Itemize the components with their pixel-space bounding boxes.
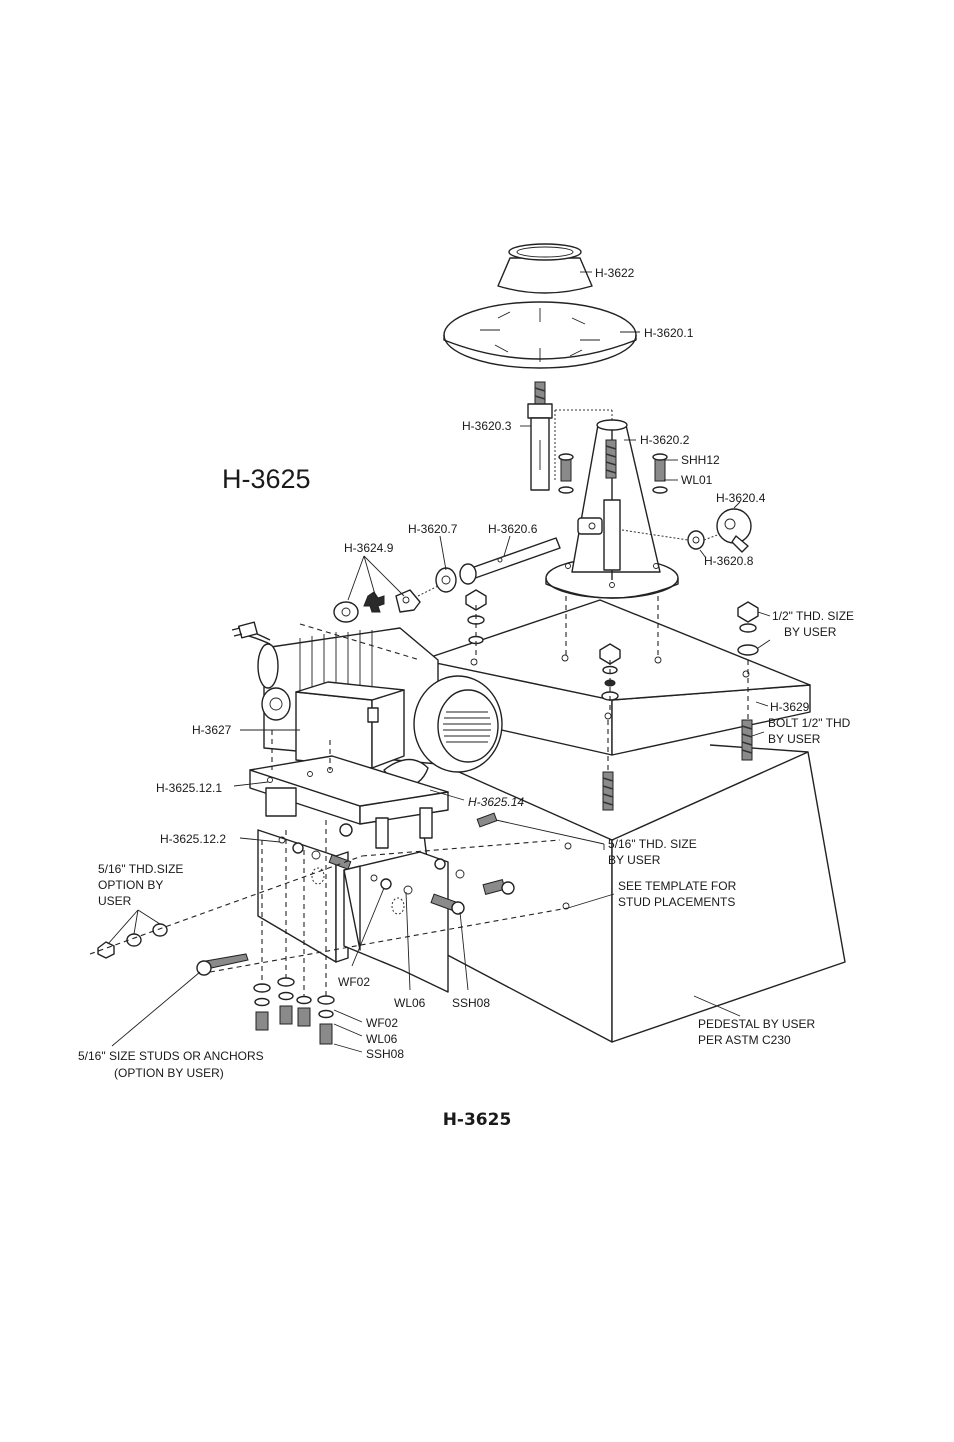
label-h3620-4: H-3620.4 xyxy=(716,491,766,505)
label-h3625-12-2: H-3625.12.2 xyxy=(160,832,226,846)
frame-housing xyxy=(545,419,679,599)
pedestal xyxy=(413,744,846,1043)
label-wf02-upper: WF02 xyxy=(338,975,370,989)
label-h3620-2: H-3620.2 xyxy=(640,433,690,447)
label-h3624-9: H-3624.9 xyxy=(344,541,394,555)
cone-mold xyxy=(497,243,593,294)
label-shh12: SHH12 xyxy=(681,453,720,467)
label-bolt-1: BOLT 1/2" THD xyxy=(768,716,851,730)
figure-caption: H-3625 xyxy=(442,1110,512,1130)
flow-table-top xyxy=(443,301,637,369)
shaft xyxy=(527,381,613,491)
label-pedestal-2: PER ASTM C230 xyxy=(698,1033,791,1047)
label-wl06-upper: WL06 xyxy=(394,996,426,1010)
label-half-thd-2: BY USER xyxy=(784,625,837,639)
label-ssh08-lower: SSH08 xyxy=(366,1047,404,1061)
label-h3620-8: H-3620.8 xyxy=(704,554,754,568)
diagram-title: H-3625 xyxy=(222,464,311,494)
projection-lines xyxy=(89,730,572,996)
label-ssh08-upper: SSH08 xyxy=(452,996,490,1010)
label-wl06-lower: WL06 xyxy=(366,1032,398,1046)
label-template-2: STUD PLACEMENTS xyxy=(618,895,735,909)
coupling xyxy=(333,585,439,623)
label-studs-2: (OPTION BY USER) xyxy=(114,1066,224,1080)
bottom-fasteners xyxy=(196,953,335,1045)
label-h3625-14: H-3625.14 xyxy=(468,795,524,809)
mounting-bracket xyxy=(257,823,465,993)
label-wl01: WL01 xyxy=(681,473,713,487)
label-h3620-1: H-3620.1 xyxy=(644,326,694,340)
plate-studs xyxy=(602,719,753,811)
part-labels: H-3625 H-3622 H-3620.1 H-3620.3 H-3620.2… xyxy=(78,266,854,1080)
label-pedestal-1: PEDESTAL BY USER xyxy=(698,1017,815,1031)
label-h3620-3: H-3620.3 xyxy=(462,419,512,433)
label-template-1: SEE TEMPLATE FOR xyxy=(618,879,737,893)
drive-shaft xyxy=(435,537,561,593)
shh12-screws xyxy=(558,453,668,494)
bracket-bolts xyxy=(328,812,515,915)
label-option-3: USER xyxy=(98,894,132,908)
switch-box xyxy=(295,681,405,769)
motor-mount-plate xyxy=(249,755,449,849)
label-wf02-lower: WF02 xyxy=(366,1016,398,1030)
plate-fastener-stacks xyxy=(465,589,759,770)
label-h3629: H-3629 xyxy=(770,700,810,714)
label-studs-1: 5/16" SIZE STUDS OR ANCHORS xyxy=(78,1049,264,1063)
label-option-1: 5/16" THD.SIZE xyxy=(98,862,183,876)
label-half-thd-1: 1/2" THD. SIZE xyxy=(772,609,854,623)
label-option-2: OPTION BY xyxy=(98,878,163,892)
label-h3622: H-3622 xyxy=(595,266,635,280)
label-h3627: H-3627 xyxy=(192,723,232,737)
label-516-thd-2: BY USER xyxy=(608,853,661,867)
leader-lines xyxy=(107,271,771,1053)
option-washers xyxy=(97,923,168,959)
label-h3625-12-1: H-3625.12.1 xyxy=(156,781,222,795)
label-h3620-6: H-3620.6 xyxy=(488,522,538,536)
label-516-thd-1: 5/16" THD. SIZE xyxy=(608,837,697,851)
cam-and-bearing xyxy=(621,508,752,553)
label-h3620-7: H-3620.7 xyxy=(408,522,458,536)
label-bolt-2: BY USER xyxy=(768,732,821,746)
